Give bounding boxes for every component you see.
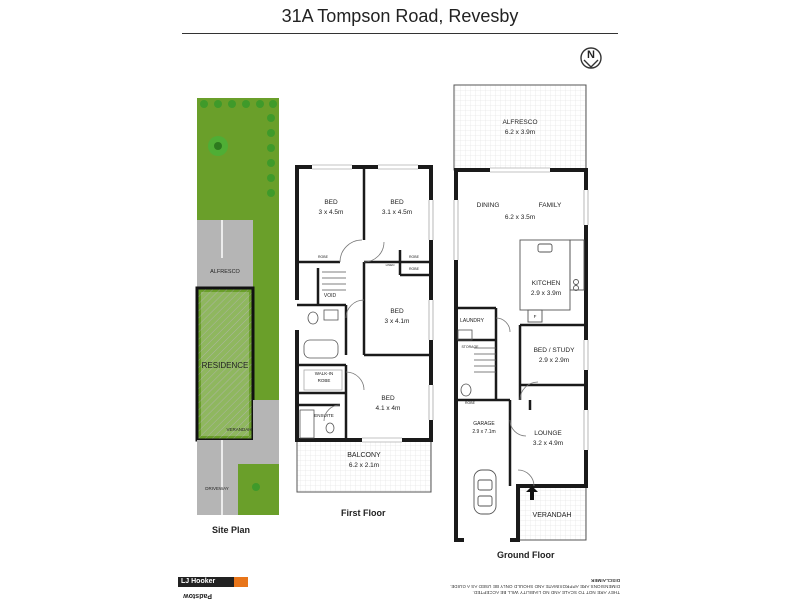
gf-lounge-name: LOUNGE xyxy=(534,430,562,437)
gf-bed-study-name: BED / STUDY xyxy=(534,347,575,354)
brand-name: LJ Hooker xyxy=(178,577,234,587)
site-label-driveway: DRIVEWAY xyxy=(205,486,229,491)
ff-balcony-size: 6.2 x 2.1m xyxy=(349,462,379,469)
ground-floor-labels: ALFRESCO 6.2 x 3.9m DINING FAMILY 6.2 x … xyxy=(460,119,575,519)
gf-fridge: F xyxy=(534,314,537,319)
gf-family: FAMILY xyxy=(539,202,562,209)
gf-verandah: VERANDAH xyxy=(533,512,572,519)
entry-arrow-icon xyxy=(526,486,538,500)
compass-letter: N xyxy=(587,49,595,61)
car-icon xyxy=(473,469,497,515)
shrub-icon xyxy=(200,100,277,197)
first-floor-labels: BED 3 x 4.5m BED 3.1 x 4.5m BED 3 x 4.1m… xyxy=(314,199,419,469)
gf-bed-study-size: 2.9 x 2.9m xyxy=(539,357,569,364)
disclaimer-line2: THEY ARE NOT TO SCALE AND NO LIABILITY W… xyxy=(472,590,620,595)
compass-icon: N xyxy=(580,47,602,69)
ff-bed3-size: 3 x 4.1m xyxy=(385,318,410,325)
ff-robe-lower: ROBE xyxy=(409,267,420,271)
brand-office: Padstow xyxy=(183,592,212,599)
first-floor-caption: First Floor xyxy=(341,508,386,518)
site-label-alfresco: ALFRESCO xyxy=(210,269,240,275)
gf-alfresco-size: 6.2 x 3.9m xyxy=(505,129,535,136)
gf-laundry: LAUNDRY xyxy=(460,318,484,324)
gf-robe: ROBE xyxy=(465,401,476,405)
alfresco-area xyxy=(453,84,587,171)
gf-dining-family-size: 6.2 x 3.5m xyxy=(505,214,535,221)
ff-robe-right: ROBE xyxy=(409,255,420,259)
gf-alfresco-name: ALFRESCO xyxy=(502,119,537,126)
ground-floor-caption: Ground Floor xyxy=(497,550,555,560)
title-rule xyxy=(182,33,618,34)
ff-ensuite: ENSUITE xyxy=(314,413,334,418)
disclaimer-line1: DIMENSIONS ARE APPROXIMATE AND SHOULD ON… xyxy=(449,584,620,589)
gf-garage-name: GARAGE xyxy=(473,421,495,427)
site-plan: ALFRESCO RESIDENCE VERANDAH DRIVEWAY xyxy=(195,98,279,515)
page-title: 31A Tompson Road, Revesby xyxy=(281,6,519,26)
brand-logo: LJ Hooker Padstow xyxy=(178,574,258,600)
ff-bed3-name: BED xyxy=(390,308,404,315)
disclaimer: THEY ARE NOT TO SCALE AND NO LIABILITY W… xyxy=(430,577,620,595)
ff-balcony-name: BALCONY xyxy=(347,452,381,459)
ff-bed1-name: BED xyxy=(324,199,338,206)
ff-bed4-size: 4.1 x 4m xyxy=(376,405,401,412)
ff-robe-left: ROBE xyxy=(318,255,329,259)
gf-lounge-size: 3.2 x 4.9m xyxy=(533,440,563,447)
gf-kitchen-name: KITCHEN xyxy=(532,280,561,287)
ff-void: VOID xyxy=(324,293,337,299)
site-label-verandah: VERANDAH xyxy=(226,427,251,432)
ff-walkin-line1: WALK-IN xyxy=(315,371,334,376)
ff-bed1-size: 3 x 4.5m xyxy=(319,209,344,216)
ff-linen: LINEN xyxy=(386,263,395,267)
gf-storage: STORAGE xyxy=(461,345,479,349)
ground-floor-plan xyxy=(453,84,589,543)
gf-dining: DINING xyxy=(477,202,500,209)
brand-mark-icon xyxy=(234,577,248,587)
ff-bed4-name: BED xyxy=(381,395,395,402)
site-plan-caption: Site Plan xyxy=(212,525,251,535)
ff-walkin-line2: ROBE xyxy=(318,378,331,383)
first-floor-plan xyxy=(294,164,434,493)
tree-icon xyxy=(208,136,228,156)
gf-garage-size: 2.9 x 7.1m xyxy=(472,429,495,435)
site-label-residence: RESIDENCE xyxy=(202,361,249,370)
gf-kitchen-size: 2.9 x 3.9m xyxy=(531,290,561,297)
shrub-icon xyxy=(252,483,260,491)
ff-bed2-name: BED xyxy=(390,199,404,206)
ff-bed2-size: 3.1 x 4.5m xyxy=(382,209,412,216)
balcony-area xyxy=(296,439,432,493)
